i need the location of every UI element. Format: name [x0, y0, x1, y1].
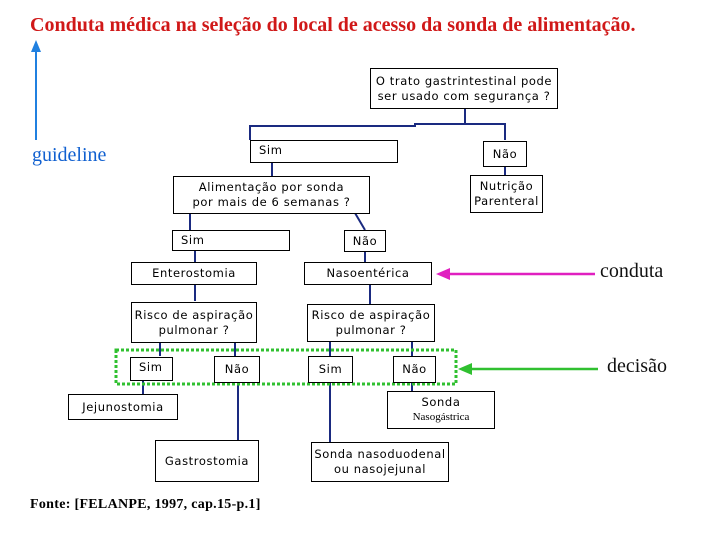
node-alimentacao-por-sonda: Alimentação por sonda por mais de 6 sema… [173, 176, 370, 214]
connector-root [249, 108, 466, 140]
node-text: Não [492, 146, 518, 161]
node-nao-3: Não [214, 356, 260, 383]
conduta-label: conduta [600, 260, 664, 282]
node-nao-2: Não [344, 230, 386, 252]
node-nasoenterica: Nasoentérica [304, 262, 432, 285]
node-text: ser usado com segurança ? [377, 88, 551, 103]
connector-root-nao [465, 123, 506, 140]
node-nutricao-parenteral: Nutrição Parenteral [470, 175, 543, 213]
node-text: Não [402, 362, 427, 376]
node-text: Alimentação por sonda [198, 180, 345, 194]
guideline-label: guideline [32, 144, 107, 166]
decisao-frame [114, 348, 458, 386]
node-risco-aspiracao-1: Risco de aspiração pulmonar ? [131, 302, 257, 343]
node-sonda-nasoduodenal: Sonda nasoduodenal ou nasojejunal [311, 442, 449, 482]
node-nao-4: Não [393, 356, 436, 383]
page-title: Conduta médica na seleção do local de ac… [30, 14, 636, 36]
connector-alimentacao-nao [354, 212, 366, 231]
node-text: Sim [139, 360, 163, 374]
decisao-label: decisão [607, 355, 667, 377]
node-jejunostomia: Jejunostomia [68, 394, 178, 420]
node-text: Nasogástrica [412, 411, 470, 423]
node-text: Não [352, 233, 378, 248]
node-trato-gastrintestinal: O trato gastrintestinal pode ser usado c… [370, 68, 558, 109]
node-text: Nutrição [479, 179, 534, 193]
source-citation: Fonte: [FELANPE, 1997, cap.15-p.1] [30, 497, 261, 512]
node-text: Enterostomia [152, 266, 236, 280]
guideline-arrowhead [31, 40, 41, 52]
node-text: Risco de aspiração [311, 308, 431, 322]
node-sim-1: Sim [250, 140, 398, 163]
node-text: O trato gastrintestinal pode [375, 73, 553, 88]
node-text: Gastrostomia [164, 453, 250, 468]
node-text: Sim [181, 233, 205, 247]
node-enterostomia: Enterostomia [131, 262, 257, 285]
node-text: Não [224, 362, 250, 376]
node-sim-2: Sim [172, 230, 290, 251]
decisao-arrowhead [458, 363, 472, 375]
node-text: Jejunostomia [82, 399, 164, 414]
node-risco-aspiracao-2: Risco de aspiração pulmonar ? [307, 304, 435, 342]
node-text: Nasoentérica [326, 266, 410, 280]
node-text: pulmonar ? [335, 323, 407, 337]
node-text: Sim [259, 143, 283, 157]
conduta-arrowhead [436, 268, 450, 280]
node-text: Sim [318, 362, 343, 376]
node-text: Risco de aspiração [134, 307, 254, 322]
node-sim-4: Sim [308, 356, 353, 383]
node-gastrostomia: Gastrostomia [155, 440, 259, 482]
node-sim-3: Sim [130, 357, 173, 381]
node-text: Parenteral [474, 194, 539, 208]
node-text: pulmonar ? [158, 322, 230, 337]
node-text: por mais de 6 semanas ? [192, 195, 351, 209]
node-text: Sonda [421, 395, 461, 409]
node-text: Sonda nasoduodenal [314, 447, 446, 461]
node-nao-1: Não [483, 141, 527, 167]
node-text: ou nasojejunal [333, 462, 427, 476]
node-sonda-nasogastrica: Sonda Nasogástrica [387, 391, 495, 429]
